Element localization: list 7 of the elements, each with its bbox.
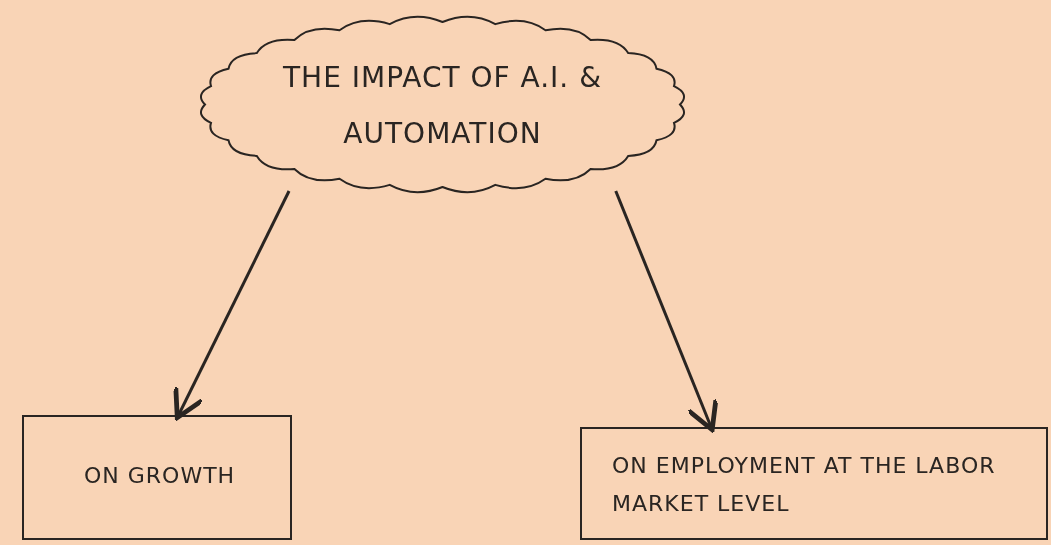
- arrow: [173, 190, 291, 421]
- text-box: [22, 415, 292, 540]
- node-label: THE IMPACT OF A.I. & AUTOMATION: [282, 60, 603, 152]
- node-label: ON EMPLOYMENT AT THE LABOR MARKET LEVEL: [612, 452, 997, 518]
- arrow: [614, 190, 719, 433]
- text-box: [580, 427, 1048, 540]
- node-label: ON GROWTH: [84, 462, 237, 490]
